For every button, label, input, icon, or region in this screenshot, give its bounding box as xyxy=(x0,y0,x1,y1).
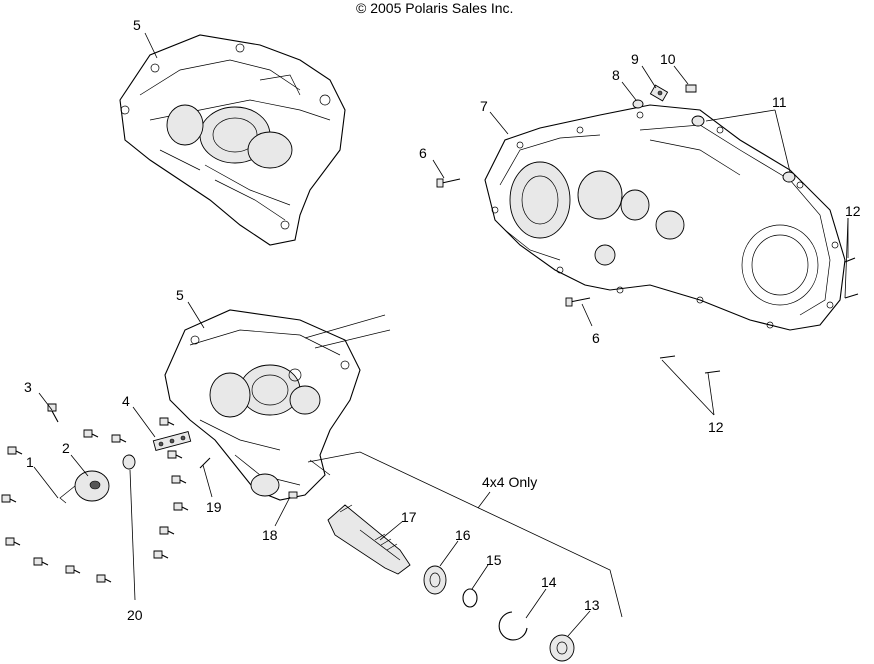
bolt-6-lower xyxy=(565,297,591,307)
callout-19: 19 xyxy=(206,499,222,515)
callout-12-upper: 12 xyxy=(845,203,861,219)
snap-ring-14 xyxy=(498,611,528,641)
callout-9: 9 xyxy=(631,51,639,67)
callout-6-lower: 6 xyxy=(592,330,600,346)
loose-bolts xyxy=(1,403,189,583)
callout-5-lower: 5 xyxy=(176,287,184,303)
callout-15: 15 xyxy=(486,552,502,568)
fitting-18 xyxy=(288,491,298,499)
four-by-four-bracket xyxy=(307,451,623,618)
plug-8 xyxy=(632,99,644,109)
callout-7: 7 xyxy=(480,98,488,114)
callout-5-upper: 5 xyxy=(133,17,141,33)
breather-10 xyxy=(685,84,697,93)
callout-14: 14 xyxy=(541,574,557,590)
callout-3: 3 xyxy=(24,379,32,395)
plugs-11 xyxy=(691,115,796,183)
copyright-text: © 2005 Polaris Sales Inc. xyxy=(356,0,513,16)
callout-11: 11 xyxy=(772,94,787,110)
washer-13 xyxy=(549,634,575,662)
bolts-12 xyxy=(659,257,859,374)
leader-lines xyxy=(33,32,849,637)
damper-2 xyxy=(59,470,110,504)
fitting-9 xyxy=(649,84,669,102)
callout-12-lower: 12 xyxy=(708,419,724,435)
callout-18: 18 xyxy=(262,527,278,543)
callout-17: 17 xyxy=(401,509,417,525)
callout-13: 13 xyxy=(584,597,600,613)
gear-case-housing-upper xyxy=(119,34,346,246)
bolt-6-upper xyxy=(436,178,461,188)
callout-8: 8 xyxy=(612,67,620,83)
callout-6-upper: 6 xyxy=(419,145,427,161)
callout-10: 10 xyxy=(660,51,676,67)
callout-16: 16 xyxy=(455,527,471,543)
o-ring-15 xyxy=(462,588,478,608)
callout-4: 4 xyxy=(122,393,130,409)
spacer-4 xyxy=(152,430,192,452)
callout-20: 20 xyxy=(127,607,143,623)
gear-case-housing-lower xyxy=(164,309,391,501)
callout-2: 2 xyxy=(62,440,70,456)
four-by-four-note: 4x4 Only xyxy=(482,474,537,490)
seal-16 xyxy=(423,565,447,595)
transmission-cover xyxy=(484,104,846,331)
callout-1: 1 xyxy=(26,454,34,470)
dowel-19 xyxy=(199,457,211,469)
bushing-20 xyxy=(122,454,136,470)
output-shaft-17 xyxy=(327,504,411,575)
